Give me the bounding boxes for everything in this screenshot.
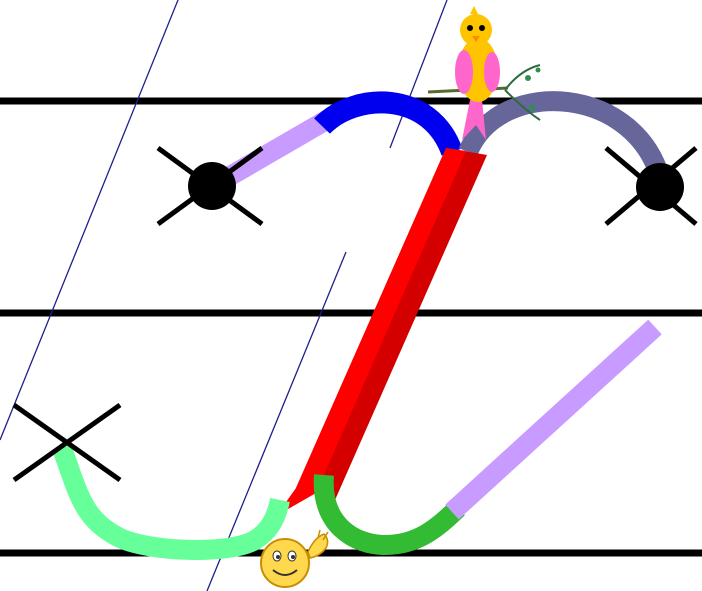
cross-mark-icon [12, 402, 122, 483]
lavender-lead-in-stroke [212, 109, 336, 192]
slant-guide-line-2 [389, 0, 448, 149]
slate-arc-stroke [458, 91, 672, 188]
bird-icon [427, 6, 541, 140]
slant-guide-line-3 [206, 251, 347, 591]
light-green-curve-stroke [52, 444, 290, 560]
smiley-waving-icon [260, 529, 329, 588]
start-dot-icon [188, 162, 236, 210]
green-hook-stroke [313, 474, 465, 556]
slant-guide-line-1 [0, 0, 179, 441]
main-diagonal-stroke-light [276, 148, 466, 516]
end-dot-icon [636, 163, 684, 211]
lavender-exit-stroke [445, 319, 662, 520]
blue-arc-stroke [314, 91, 463, 157]
